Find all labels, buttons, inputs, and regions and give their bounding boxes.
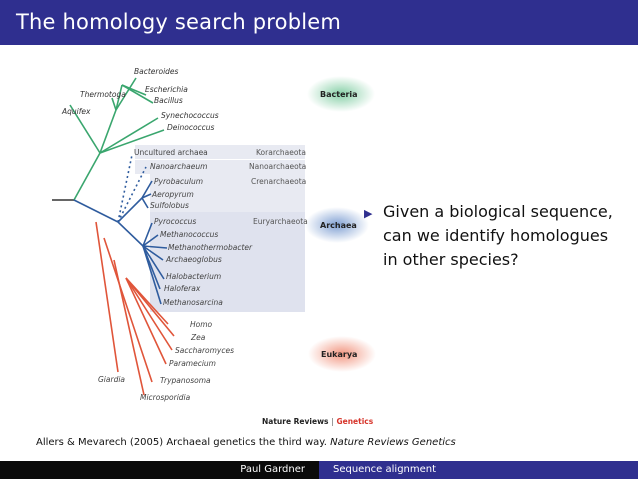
figure-credit: Nature Reviews | Genetics <box>262 417 374 427</box>
phylum-label: Nanoarchaeota <box>249 162 306 171</box>
phylum-label: Euryarchaeota <box>253 217 308 226</box>
species-label: Aquifex <box>61 107 91 116</box>
species-label: Synechococcus <box>161 111 219 120</box>
bacteria-glow <box>307 76 375 112</box>
domain-label-archaea: Archaea <box>320 221 357 230</box>
eukarya-branches <box>95 221 175 396</box>
species-label: Thermotoga <box>80 90 126 99</box>
species-label: Homo <box>190 320 213 329</box>
footer-author: Paul Gardner <box>240 464 305 475</box>
species-label: Giardia <box>98 375 125 384</box>
phylum-band <box>135 145 305 159</box>
footer-bar: Paul Gardner Sequence alignment <box>0 461 638 479</box>
archaea-glow <box>305 207 369 243</box>
footer-talk-title: Sequence alignment <box>319 461 638 479</box>
archaea-branches <box>73 154 168 305</box>
bullet-text: Given a biological sequence, can we iden… <box>383 202 613 269</box>
species-label: Trypanosoma <box>160 376 211 385</box>
bullet-arrow-icon: ▶ <box>364 207 373 220</box>
phylum-band <box>135 160 305 174</box>
species-label: Pyrococcus <box>154 217 196 226</box>
species-label: Paramecium <box>169 359 216 368</box>
tree-of-life-figure: Bacteroides Thermotoga Escherichia Bacil… <box>52 67 376 427</box>
species-label: Aeropyrum <box>151 190 194 199</box>
citation: Allers & Mevarech (2005) Archaeal geneti… <box>36 437 456 448</box>
species-label: Uncultured archaea <box>134 148 208 157</box>
species-label: Deinococcus <box>167 123 215 132</box>
species-label: Haloferax <box>164 284 201 293</box>
title-bar: The homology search problem <box>0 0 638 45</box>
species-label: Saccharomyces <box>175 346 234 355</box>
slide-title: The homology search problem <box>16 10 342 34</box>
species-label: Methanothermobacter <box>168 243 253 252</box>
eukarya-glow <box>308 336 376 372</box>
species-label: Microsporidia <box>140 393 191 402</box>
species-label: Bacillus <box>154 96 183 105</box>
species-label: Methanococcus <box>160 230 218 239</box>
domain-label-bacteria: Bacteria <box>320 90 358 99</box>
citation-text: Allers & Mevarech (2005) Archaeal geneti… <box>36 437 327 448</box>
domain-label-eukarya: Eukarya <box>321 350 357 359</box>
phylum-label: Korarchaeota <box>256 148 306 157</box>
species-label: Nanoarchaeum <box>150 162 207 171</box>
species-label: Sulfolobus <box>150 201 189 210</box>
species-label: Archaeoglobus <box>165 255 222 264</box>
phylum-band <box>150 212 305 312</box>
bacteria-branches <box>69 77 165 201</box>
citation-journal: Nature Reviews Genetics <box>330 437 456 448</box>
species-label: Bacteroides <box>134 67 179 76</box>
species-label: Zea <box>190 333 206 342</box>
species-label: Methanosarcina <box>163 298 223 307</box>
species-label: Pyrobaculum <box>154 177 203 186</box>
species-label: Escherichia <box>145 85 188 94</box>
species-label: Halobacterium <box>166 272 221 281</box>
phylum-label: Crenarchaeota <box>251 177 306 186</box>
phylum-band <box>150 174 305 212</box>
